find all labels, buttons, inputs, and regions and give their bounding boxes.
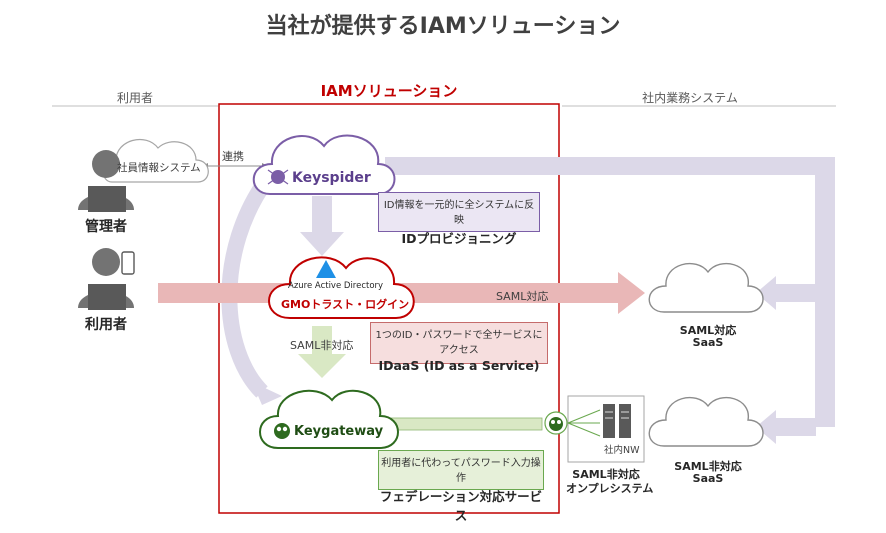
federation-box: 利用者に代わってパスワード入力操作 フェデレーション対応サービス <box>378 450 544 523</box>
provisioning-arrowhead-nonsaml <box>756 410 776 444</box>
saml-saas-line2: SaaS <box>692 336 724 349</box>
federation-sub: 利用者に代わってパスワード入力操作 <box>381 458 541 484</box>
gmo-label: GMOトラスト・ログイン <box>281 298 410 311</box>
saml-connector-label: SAML対応 <box>496 290 549 303</box>
provisioning-arrow-top <box>385 157 835 175</box>
idaas-cloud <box>268 256 415 319</box>
provisioning-curve-head <box>252 382 282 405</box>
provisioning-main: IDプロビジョニング <box>401 231 517 246</box>
section-label-users: 利用者 <box>116 91 153 105</box>
keyspider-logo-icon <box>267 169 289 185</box>
admin-person-icon <box>78 150 134 212</box>
hr-system-label: 社員情報システム <box>117 162 201 174</box>
onprem-label-line1: SAML非対応 <box>572 468 640 481</box>
user-label: 利用者 <box>85 317 127 333</box>
nonsaml-saas-line2: SaaS <box>692 472 724 485</box>
page-title: 当社が提供するIAMソリューション <box>265 14 621 39</box>
saml-saas-cloud <box>648 262 764 313</box>
saml-nonsupport-arrow <box>312 326 332 354</box>
nonsaml-saas-cloud <box>648 396 764 447</box>
section-label-business-systems: 社内業務システム <box>642 91 738 105</box>
sso-arrowhead <box>618 272 645 314</box>
provisioning-sub: ID情報を一元的に全システムに反映 <box>383 200 535 226</box>
keyspider-cloud <box>252 134 396 195</box>
keyspider-label: Keyspider <box>292 170 371 186</box>
iam-frame <box>218 103 560 514</box>
server-icon <box>603 404 631 438</box>
provisioning-branch-saml <box>776 284 816 302</box>
nonsaml-connector-label: SAML非対応 <box>290 339 354 352</box>
onprem-label-line2: オンプレシステム <box>566 482 654 495</box>
provisioning-down-head <box>300 232 344 256</box>
saml-saas-line1: SAML対応 <box>679 324 737 337</box>
provisioning-arrowhead-saml <box>756 276 776 310</box>
provisioning-box: ID情報を一元的に全システムに反映 IDプロビジョニング <box>378 192 540 246</box>
azure-logo-icon <box>316 260 336 278</box>
onprem-network-label: 社内NW <box>604 445 640 456</box>
keygateway-connector <box>379 417 543 431</box>
smartphone-icon <box>121 251 135 275</box>
keygateway-cloud <box>259 389 399 449</box>
link-label: 連携 <box>222 150 244 163</box>
provisioning-down-arrow <box>312 196 332 232</box>
idaas-box: 1つのID・パスワードで全サービスにアクセス IDaaS (ID as a Se… <box>370 322 548 373</box>
onprem-owl-icon <box>544 411 568 435</box>
nonsaml-saas-line1: SAML非対応 <box>674 460 742 473</box>
user-person-icon <box>78 248 134 310</box>
onprem-link-lines <box>567 409 601 437</box>
federation-main: フェデレーション対応サービス <box>379 489 543 523</box>
saml-nonsupport-head <box>298 354 346 378</box>
provisioning-arrow-right <box>815 157 835 427</box>
owl-icon <box>274 423 290 439</box>
section-label-iam: IAMソリューション <box>320 82 458 100</box>
idaas-main: IDaaS (ID as a Service) <box>378 358 540 373</box>
provisioning-branch-nonsaml <box>776 418 816 436</box>
idaas-sub: 1つのID・パスワードで全サービスにアクセス <box>375 330 543 356</box>
admin-label: 管理者 <box>85 219 127 235</box>
keygateway-label: Keygateway <box>294 424 384 439</box>
azure-label: Azure Active Directory <box>288 281 384 291</box>
